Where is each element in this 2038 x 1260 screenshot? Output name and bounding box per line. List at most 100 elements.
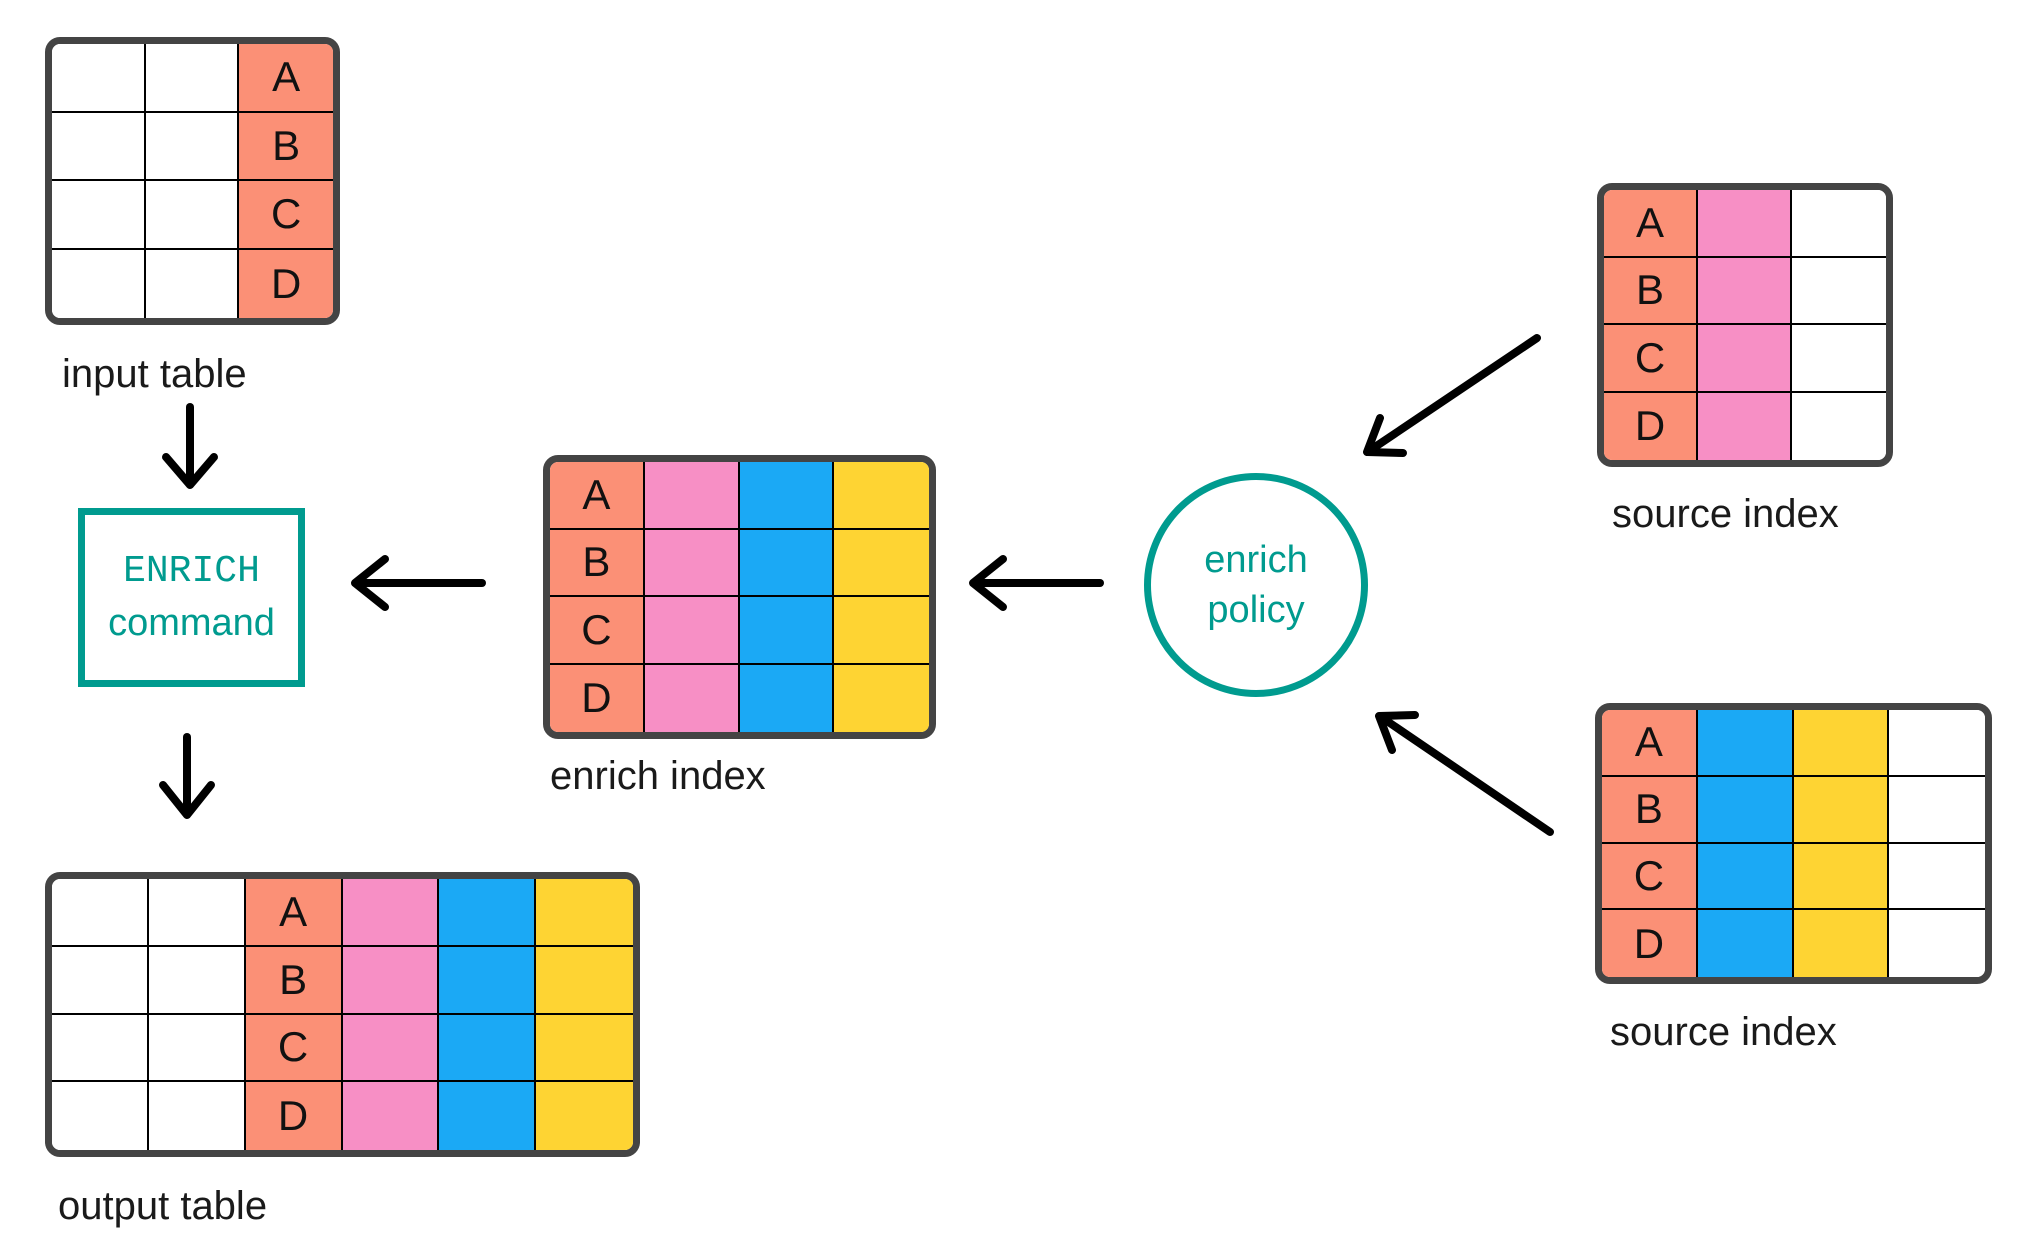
table-cell-letter: A — [1604, 190, 1698, 258]
table-cell-letter: C — [245, 1014, 343, 1083]
table-cell — [439, 1014, 537, 1083]
source-index-top-label: source index — [1612, 492, 1839, 536]
table-cell — [148, 1014, 246, 1083]
table-cell — [342, 879, 440, 947]
table-cell — [1697, 776, 1794, 844]
table-cell-letter: D — [1604, 392, 1698, 460]
table-cell — [342, 946, 440, 1015]
table-cell — [1889, 710, 1985, 777]
enrich-command-line1: ENRICH — [123, 550, 260, 594]
table-cell — [834, 462, 929, 530]
table-cell — [1792, 325, 1886, 393]
arrow-sourcebottom-to-policy — [1375, 711, 1554, 836]
enrich-policy-line2: policy — [1207, 589, 1305, 631]
table-cell — [52, 181, 146, 250]
table-cell — [145, 249, 240, 318]
table-cell-letter: B — [1602, 776, 1698, 844]
arrow-enrichindex-to-command — [351, 555, 486, 611]
source-index-bottom-label: source index — [1610, 1010, 1837, 1054]
table-cell — [52, 879, 149, 947]
table-cell — [145, 44, 240, 113]
table-cell-letter: A — [245, 879, 343, 947]
table-cell-letter: D — [550, 664, 645, 732]
table-cell — [644, 664, 740, 732]
table-cell — [342, 1014, 440, 1083]
enrich-index-label: enrich index — [550, 754, 766, 798]
arrow-input-to-command — [162, 403, 218, 489]
table-cell — [1793, 710, 1890, 777]
table-cell — [1793, 776, 1890, 844]
table-cell — [1889, 910, 1985, 977]
table-cell — [834, 597, 929, 665]
table-cell-letter: A — [1602, 710, 1698, 777]
table-cell — [834, 529, 929, 597]
table-cell — [52, 1014, 149, 1083]
arrow-command-to-output — [159, 733, 215, 819]
table-cell — [52, 946, 149, 1015]
table-cell-letter: B — [1604, 257, 1698, 325]
table-cell — [536, 946, 633, 1015]
table-cell — [148, 1082, 246, 1150]
table-cell — [1792, 257, 1886, 325]
enrich-command-box: ENRICH command — [78, 508, 305, 687]
table-cell-letter: A — [239, 44, 333, 113]
table-cell-letter: B — [239, 112, 333, 181]
table-cell — [1792, 190, 1886, 258]
table-cell-letter: C — [1604, 325, 1698, 393]
enrich-policy-circle: enrich policy — [1144, 473, 1368, 697]
table-cell — [834, 664, 929, 732]
table-cell — [739, 462, 835, 530]
table-cell — [739, 529, 835, 597]
table-cell-letter: C — [550, 597, 645, 665]
table-cell — [52, 249, 146, 318]
table-cell — [644, 529, 740, 597]
table-cell — [739, 664, 835, 732]
table-cell — [1793, 843, 1890, 911]
table-cell-letter: C — [1602, 843, 1698, 911]
table-cell — [1793, 910, 1890, 977]
table-cell-letter: D — [1602, 910, 1698, 977]
table-cell — [1889, 843, 1985, 911]
table-cell — [1792, 392, 1886, 460]
table-cell — [1697, 910, 1794, 977]
table-cell — [148, 946, 246, 1015]
table-cell-letter: D — [239, 249, 333, 318]
table-cell — [52, 112, 146, 181]
table-cell — [739, 597, 835, 665]
table-cell — [1698, 190, 1792, 258]
table-cell — [644, 462, 740, 530]
table-cell — [145, 181, 240, 250]
table-cell — [439, 946, 537, 1015]
table-cell-letter: B — [245, 946, 343, 1015]
table-cell — [52, 1082, 149, 1150]
table-cell-letter: D — [245, 1082, 343, 1150]
table-cell-letter: B — [550, 529, 645, 597]
table-cell — [536, 879, 633, 947]
table-cell — [439, 1082, 537, 1150]
table-cell — [439, 879, 537, 947]
table-cell-letter: C — [239, 181, 333, 250]
table-cell — [536, 1082, 633, 1150]
table-cell-letter: A — [550, 462, 645, 530]
table-cell — [342, 1082, 440, 1150]
table-cell — [1698, 325, 1792, 393]
table-cell — [1698, 392, 1792, 460]
enrich-command-line2: command — [108, 601, 275, 644]
table-cell — [145, 112, 240, 181]
enrich-policy-line1: enrich — [1204, 538, 1308, 581]
arrow-sourcetop-to-policy — [1363, 334, 1541, 457]
table-cell — [536, 1014, 633, 1083]
table-cell — [644, 597, 740, 665]
table-cell — [1889, 776, 1985, 844]
table-cell — [148, 879, 246, 947]
output-table-label: output table — [58, 1184, 268, 1228]
table-cell — [1697, 843, 1794, 911]
table-cell — [52, 44, 146, 113]
arrow-policy-to-enrichindex — [969, 555, 1104, 611]
input-table-label: input table — [62, 352, 247, 396]
